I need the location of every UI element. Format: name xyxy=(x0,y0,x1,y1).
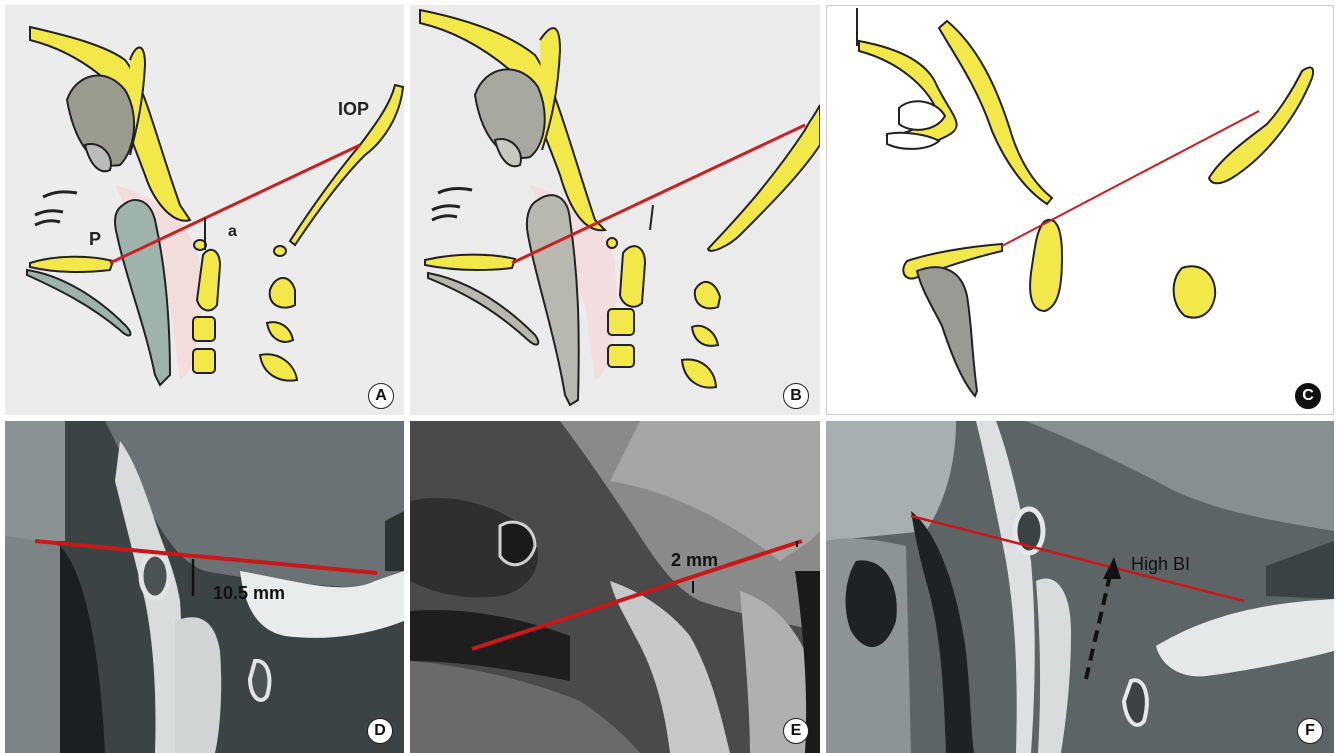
p-label: P xyxy=(89,229,101,250)
panel-letter-f: F xyxy=(1297,718,1323,744)
panel-f: High BI F xyxy=(826,421,1334,753)
annotation-f: High BI xyxy=(1131,554,1190,575)
panel-d: 10.5 mm D xyxy=(5,421,404,753)
panel-letter-e: E xyxy=(783,718,809,744)
panel-e: 2 mm E xyxy=(410,421,820,753)
panel-b: B xyxy=(410,5,820,415)
panel-letter-c: C xyxy=(1295,383,1321,409)
panel-letter-d: D xyxy=(367,718,393,744)
panel-b-drawing xyxy=(410,5,820,415)
panel-e-image xyxy=(410,421,820,753)
panel-f-image xyxy=(826,421,1334,753)
iop-label: IOP xyxy=(338,99,369,120)
a-label: a xyxy=(228,223,237,241)
panel-a: IOP P a A xyxy=(5,5,404,415)
panel-c: C xyxy=(826,5,1334,415)
panel-letter-b: B xyxy=(783,383,809,409)
panel-c-drawing xyxy=(827,6,1334,415)
panel-d-image xyxy=(5,421,404,753)
panel-letter-a: A xyxy=(368,383,394,409)
measurement-e: 2 mm xyxy=(671,550,718,571)
panel-a-drawing xyxy=(5,5,404,415)
measurement-d: 10.5 mm xyxy=(213,583,285,604)
